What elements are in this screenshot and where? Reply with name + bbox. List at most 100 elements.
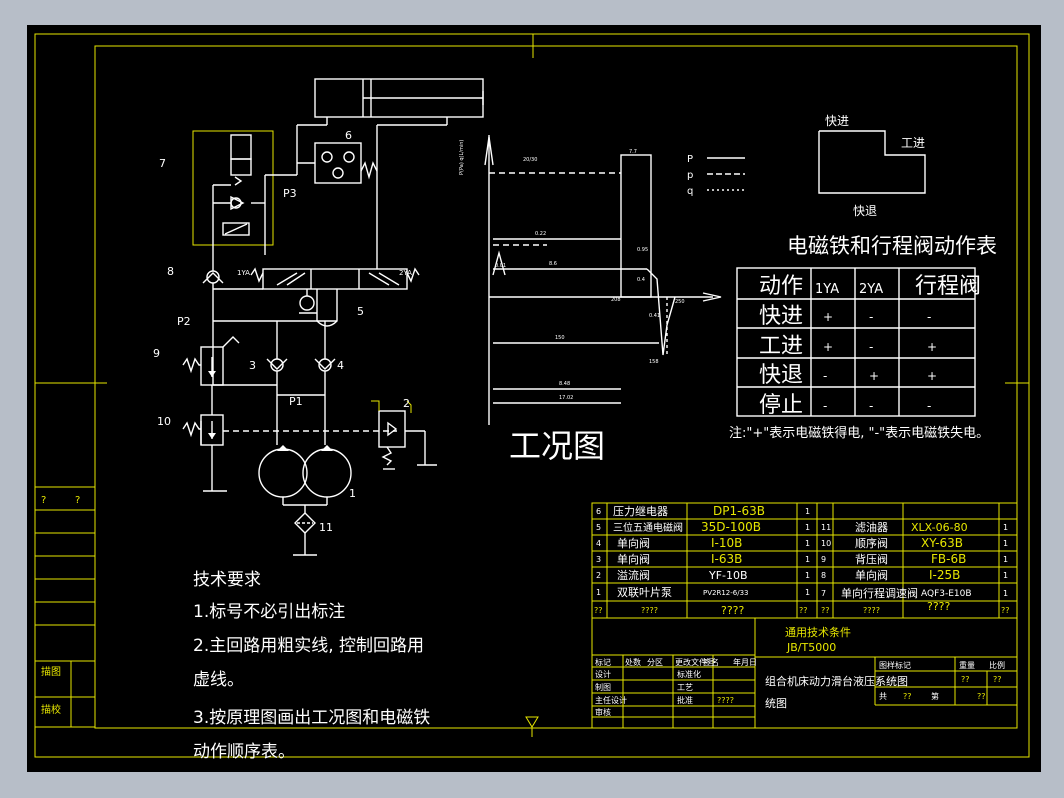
motion-diagram: 快进 工进 快退 [818, 114, 926, 218]
strip-q2: ? [75, 495, 80, 506]
tb-row-mark: 标记 [595, 657, 611, 667]
pl-r1-name: 滤油器 [855, 520, 888, 534]
row4-1ya: - [823, 399, 827, 413]
tb-scale-label: 比例 [989, 660, 1005, 670]
pl-l1-no: 6 [596, 507, 601, 516]
tb-sheet-value: ?? [903, 692, 912, 701]
wc-v7: 0.4 [637, 277, 645, 283]
tb-drawn: 制图 [595, 682, 611, 692]
pl-l6-model: PV2R12-6/33 [703, 589, 748, 597]
th-2ya: 2YA [859, 282, 883, 297]
strip-map-label: 描图 [41, 665, 61, 678]
pl-l1-qty: 1 [805, 507, 810, 516]
wc-v5: 0.01 [495, 263, 506, 269]
wc-v12: 158 [649, 359, 659, 365]
tb-sheet-label: 共 [879, 692, 887, 701]
wc-v3: 0.22 [535, 231, 546, 237]
label-p3: P3 [283, 187, 297, 200]
pl-l3-no: 4 [596, 539, 601, 548]
pl-r2-qty: 1 [1003, 539, 1008, 548]
requirements-title: 技术要求 [193, 570, 261, 590]
tb-approve: 批准 [677, 695, 693, 705]
label-p1: P1 [289, 395, 303, 408]
wc-legend-p2: p [687, 170, 693, 181]
pl-r5-qty: 1 [1003, 589, 1008, 598]
pl-l4-no: 3 [596, 555, 601, 564]
th-action: 动作 [759, 274, 803, 299]
technical-requirements: 技术要求 1.标号不必引出标注 2.主回路用粗实线, 控制回路用 虚线。 3.按… [193, 570, 430, 762]
pl-r3-name: 背压阀 [855, 552, 888, 566]
inner-frame [94, 45, 1018, 729]
pl-l6-no: 1 [596, 588, 601, 597]
tb-q4: ???? [717, 696, 734, 705]
label-7: 7 [159, 157, 166, 170]
pump-right [302, 448, 352, 498]
wc-v8: 208 [611, 297, 621, 303]
pl-l2-no: 5 [596, 523, 601, 532]
wc-axis-label: P(Pa) q(L/min) [459, 140, 465, 175]
row4-valve: - [927, 399, 931, 413]
pl-l7-name: ???? [641, 606, 658, 615]
pl-r5-name: 单向行程调速阀 [841, 586, 918, 600]
pl-l1-name: 压力继电器 [613, 505, 668, 518]
strip-check-label: 描校 [41, 703, 61, 716]
pl-l6-name: 双联叶片泵 [617, 586, 672, 599]
pl-r2-no: 10 [821, 539, 831, 548]
row1-1ya: + [823, 310, 833, 324]
pl-r6-qty: ?? [1001, 606, 1010, 615]
row1-valve: - [927, 310, 931, 324]
tb-row-zone: 分区 [647, 658, 663, 667]
parts-list: 6 压力继电器 DP1-63B 1 5 三位五通电磁阀 35D-100B 1 4… [591, 502, 1018, 619]
pl-l3-model: I-10B [711, 536, 742, 550]
wc-legend-q: q [687, 186, 693, 197]
tb-page-label: 第 [931, 691, 939, 701]
label-2ya: 2YA [399, 269, 412, 277]
pl-r5-no: 7 [821, 589, 826, 598]
motion-fast-in: 快进 [825, 114, 849, 128]
label-4: 4 [337, 359, 344, 372]
tb-row-sign: 签名 [703, 657, 719, 667]
tb-stage-label: 图样标记 [879, 660, 911, 670]
pump-left [258, 448, 308, 498]
tb-drawing-title: 组合机床动力滑台液压系统图 [765, 674, 908, 688]
row2-valve: + [927, 340, 937, 354]
pl-l2-name: 三位五通电磁阀 [613, 521, 683, 534]
requirement-3b: 动作顺序表。 [193, 742, 295, 762]
tb-row-date: 年月日 [733, 657, 757, 667]
pl-r3-no: 9 [821, 555, 826, 564]
wc-v2: 7.7 [629, 149, 637, 155]
tb-row-file: 更改文件号 [675, 657, 715, 667]
label-p2: P2 [177, 315, 191, 328]
pl-r4-name: 单向阀 [855, 568, 888, 582]
pressure-relay [314, 142, 362, 184]
row2-action: 工进 [759, 334, 803, 359]
label-2: 2 [403, 397, 410, 410]
action-table: 电磁铁和行程阀动作表 动作 1YA 2YA 行程阀 快进 + - - 工进 + … [729, 234, 997, 441]
tb-design: 设计 [595, 669, 611, 679]
wc-legend-p: P [687, 154, 693, 165]
tb-page-value: ?? [977, 692, 986, 701]
pl-r4-qty: 1 [1003, 571, 1008, 580]
motion-work-in: 工进 [901, 136, 925, 150]
pl-l6-qty: 1 [805, 588, 810, 597]
tb-process: 工艺 [677, 683, 693, 692]
label-3: 3 [249, 359, 256, 372]
pl-l5-no: 2 [596, 571, 601, 580]
strip-q1: ? [41, 495, 46, 506]
pl-l4-name: 单向阀 [617, 552, 650, 566]
tb-weight-value: ?? [961, 675, 970, 684]
pl-r5-model: AQF3-E10B [921, 589, 972, 599]
motion-fast-back: 快退 [853, 204, 877, 218]
tb-standard-label: 通用技术条件 [785, 625, 851, 639]
pl-l5-name: 溢流阀 [617, 568, 650, 582]
row4-action: 停止 [759, 393, 803, 418]
requirement-1: 1.标号不必引出标注 [193, 602, 345, 622]
pl-r1-model: XLX-06-80 [911, 521, 968, 534]
tb-standard: JB/T5000 [786, 641, 836, 654]
pl-r4-model: I-25B [929, 568, 960, 582]
requirement-2b: 虚线。 [193, 670, 244, 690]
pl-r6-no: ?? [821, 606, 830, 615]
label-5: 5 [357, 305, 364, 318]
cad-drawing-canvas: ? ? 描图 描校 [27, 25, 1041, 772]
action-table-note: 注:"+"表示电磁铁得电, "-"表示电磁铁失电。 [729, 425, 989, 441]
